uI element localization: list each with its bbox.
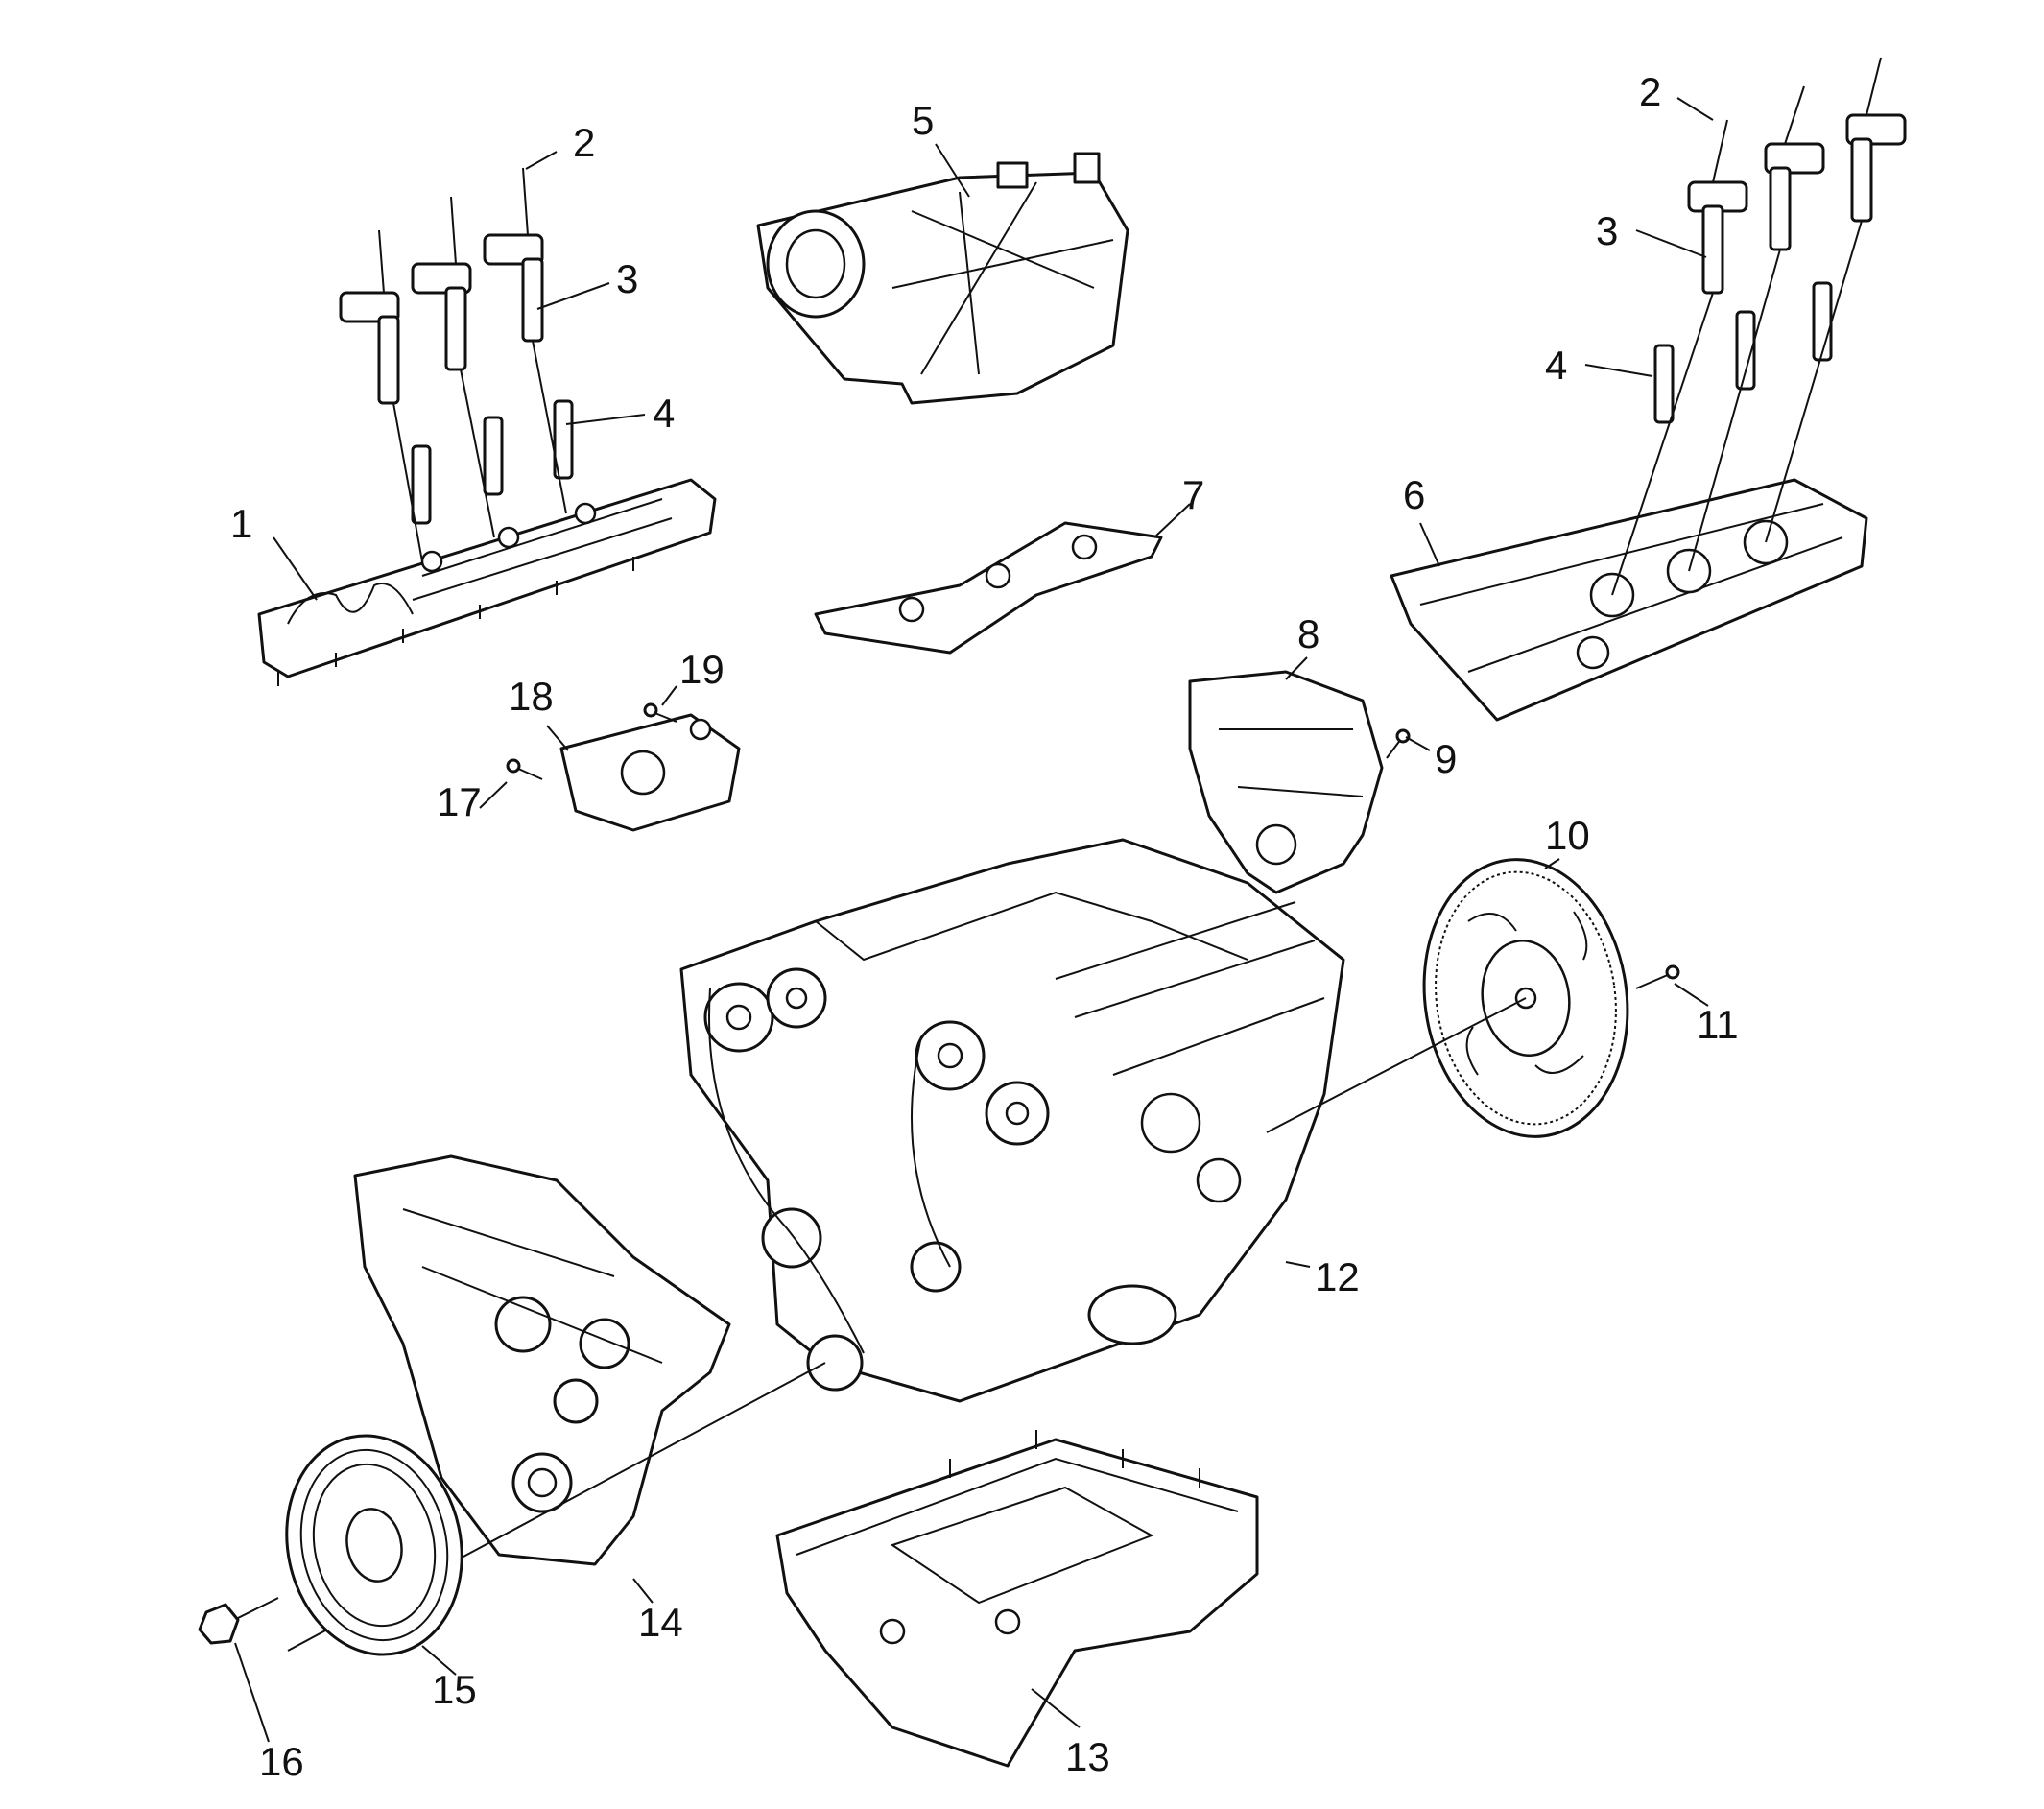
callout-15: 15 [432,1667,477,1712]
right-coil-bolts [1712,57,1882,183]
water-outlet-cover [559,713,741,832]
oil-pan [775,1430,1259,1768]
callout-17: 17 [437,779,482,824]
callout-13: 13 [1065,1734,1110,1779]
bolt-9 [1386,728,1411,759]
bolt-17 [506,758,543,780]
callout-2-right: 2 [1639,69,1661,114]
callout-3-left: 3 [616,256,638,301]
callout-10: 10 [1545,813,1590,858]
callout-5: 5 [912,98,934,143]
left-camshaft-cover [257,478,717,686]
engine-block [679,838,1345,1403]
crank-axis-rear [1266,997,1527,1133]
callout-3-right: 3 [1596,208,1618,253]
balancer-bolt [198,1597,279,1645]
right-spark-plugs [1611,220,1863,596]
callout-4-right: 4 [1545,343,1567,388]
left-ignition-coils [339,233,544,405]
callout-7: 7 [1182,472,1204,517]
callout-6: 6 [1403,472,1425,517]
engine-front-cover [353,1154,731,1566]
right-ignition-coils [1687,113,1907,295]
callout-11: 11 [1697,1002,1739,1047]
callout-14: 14 [638,1600,683,1645]
intake-manifold [756,152,1129,405]
crankshaft-balancer [285,1434,463,1656]
callout-8: 8 [1297,611,1319,656]
left-coil-bolts [378,167,529,294]
bolt-19 [643,702,677,723]
callout-2-left: 2 [573,120,595,165]
callout-16: 16 [259,1739,304,1784]
leader-lines [234,97,1714,1743]
callout-4-left: 4 [653,391,675,436]
callout-12: 12 [1315,1254,1360,1299]
timing-housing-8 [1188,670,1384,894]
bolt-11 [1635,964,1680,989]
callout-1: 1 [230,501,252,546]
callout-19: 19 [679,647,725,692]
intake-manifold-gasket [814,521,1163,655]
callout-9: 9 [1435,736,1457,781]
callouts: 1 2 3 4 5 2 3 4 6 7 8 9 10 11 12 13 14 1… [230,69,1739,1784]
right-camshaft-cover [1390,478,1868,722]
left-spark-plugs [392,340,574,562]
callout-18: 18 [509,674,554,719]
